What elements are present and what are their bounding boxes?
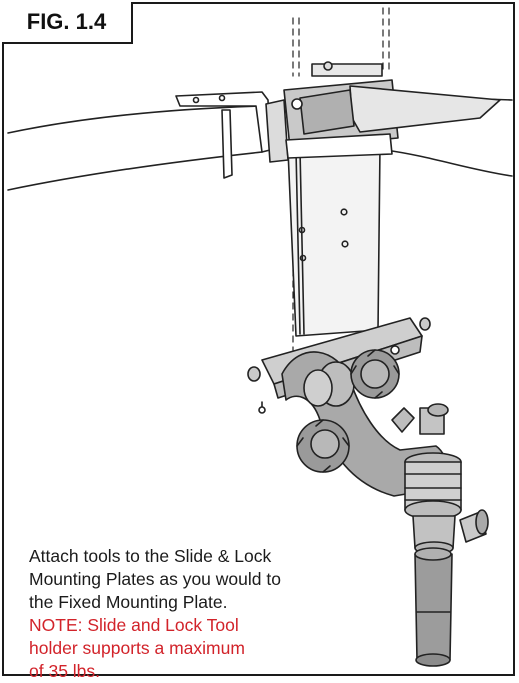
lock-knob-upper xyxy=(350,349,400,399)
tool-holder-head xyxy=(404,452,489,555)
top-bracket xyxy=(175,91,271,153)
surface-edge-right xyxy=(384,149,513,177)
caption-line-3: the Fixed Mounting Plate. xyxy=(29,592,228,612)
figure-label: FIG. 1.4 xyxy=(2,2,133,44)
lock-knob-lower xyxy=(296,419,350,473)
surface-edge-left xyxy=(7,105,261,134)
note-line-3: of 35 lbs. xyxy=(29,661,101,681)
note-line-1: NOTE: Slide and Lock Tool xyxy=(29,615,239,635)
caption: Attach tools to the Slide & Lock Mountin… xyxy=(29,545,359,683)
note-line-2: holder supports a maximum xyxy=(29,638,245,658)
caption-line-1: Attach tools to the Slide & Lock xyxy=(29,546,272,566)
tool-handle xyxy=(414,547,453,667)
caption-line-2: Mounting Plates as you would to xyxy=(29,569,281,589)
